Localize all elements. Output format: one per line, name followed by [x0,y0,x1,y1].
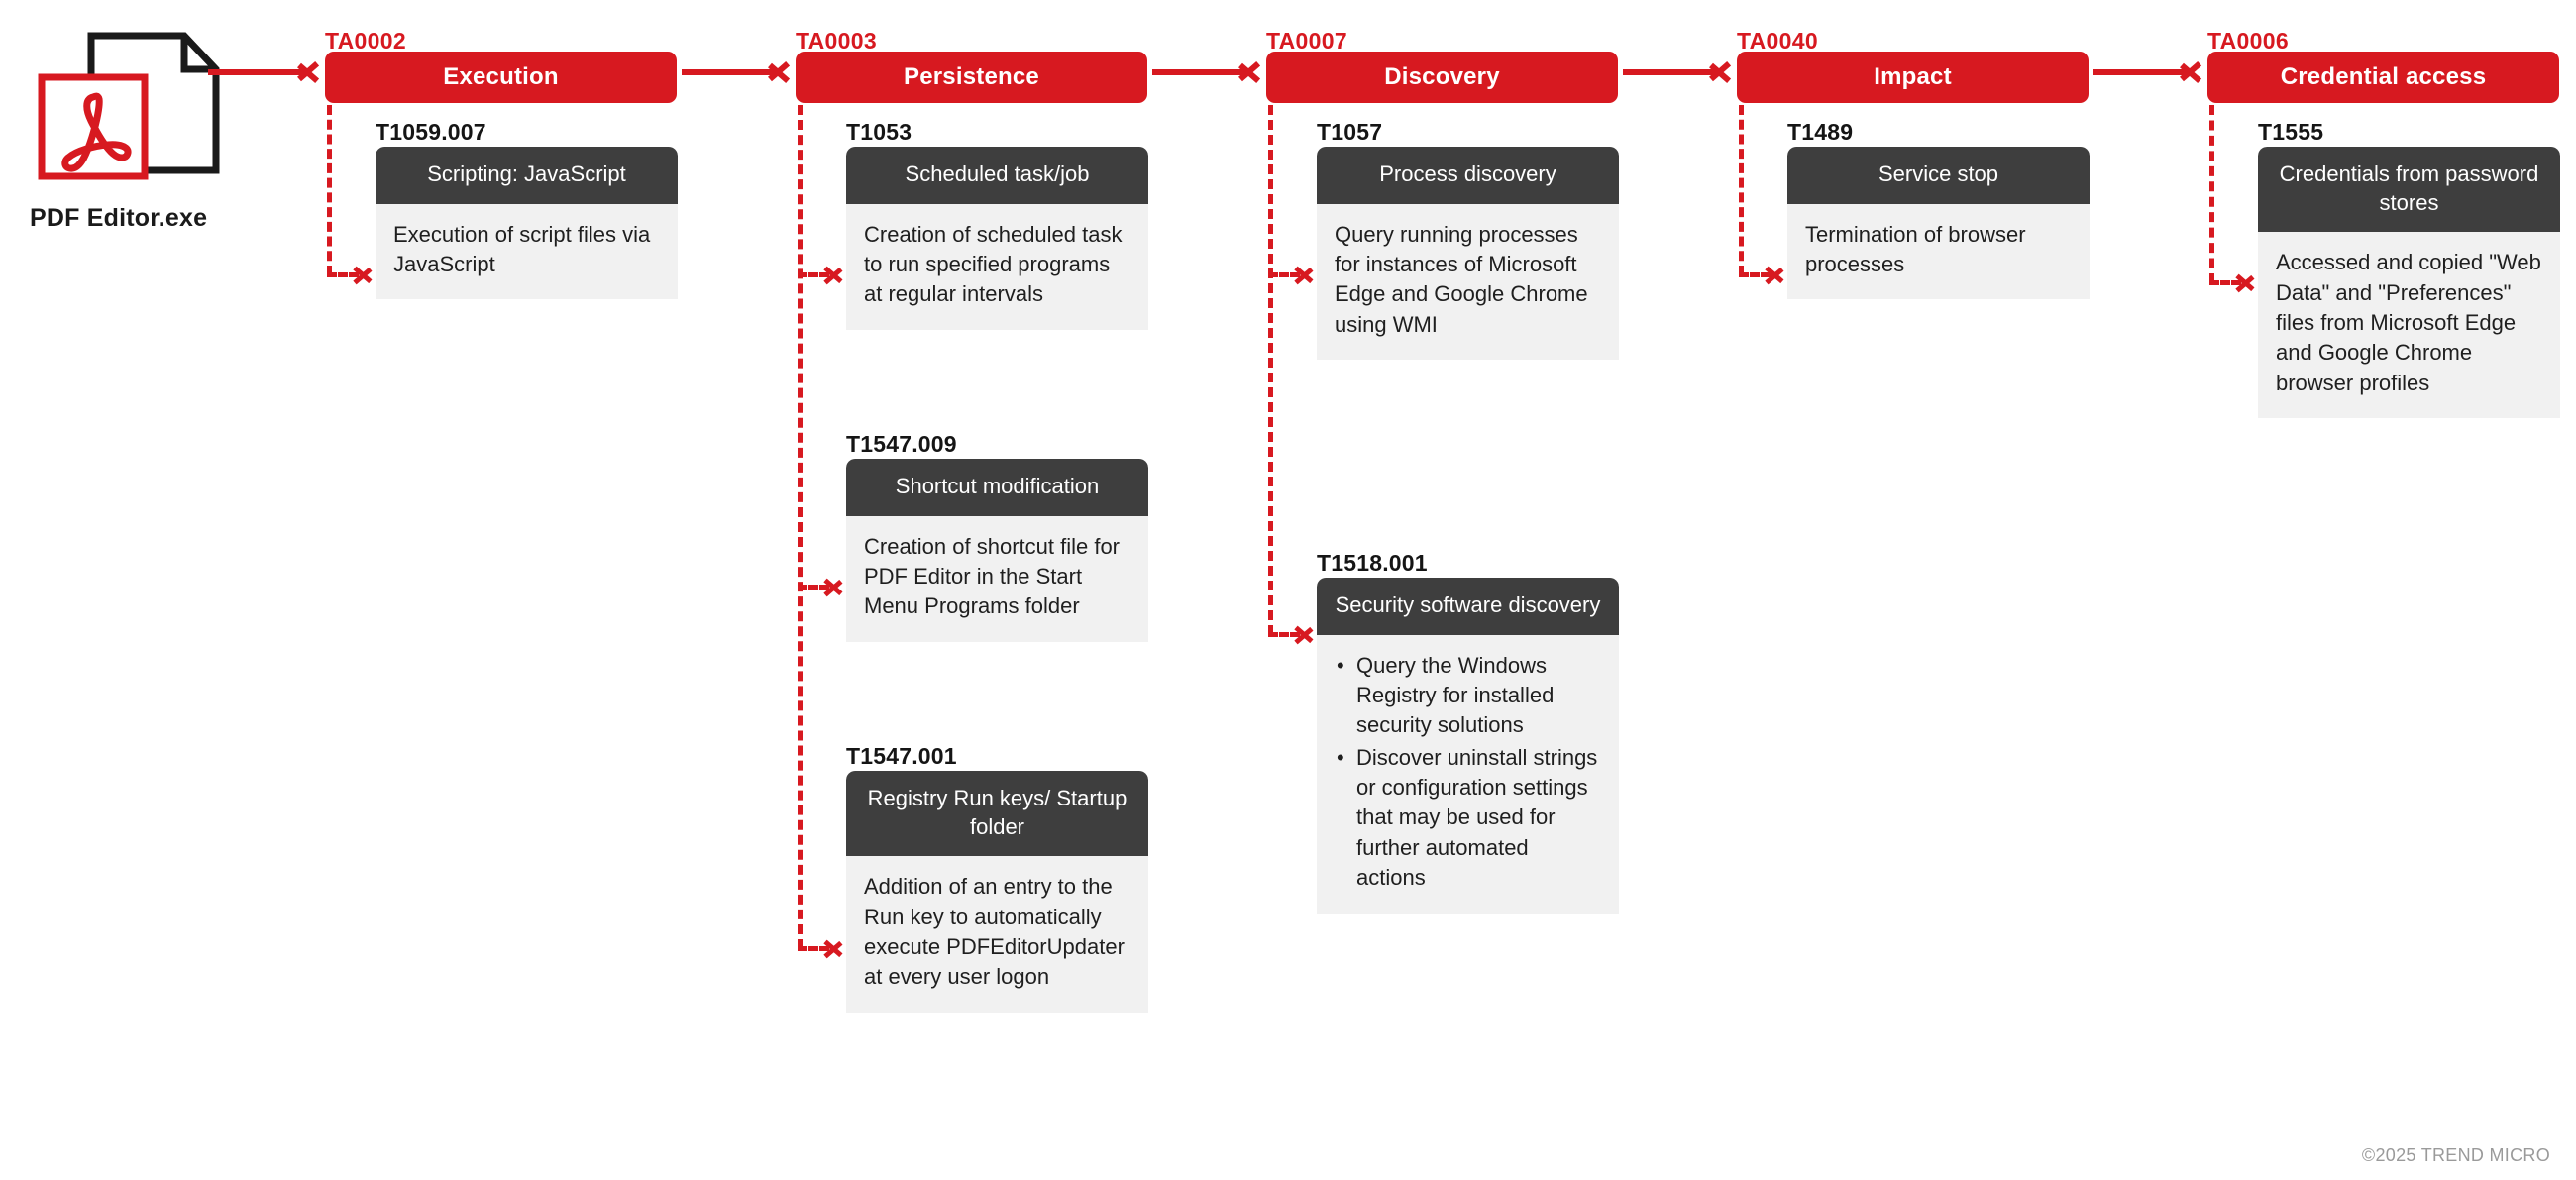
technique-id-t1057: T1057 [1317,119,1383,145]
branch-line [1268,632,1300,637]
technique-card-t1057: Process discovery Query running processe… [1317,147,1619,361]
connector-entry-to-execution [208,55,325,89]
arrowhead-icon [1296,622,1316,648]
arrowhead-icon [825,575,845,600]
branch-persistence-1 [798,575,849,600]
tactic-label: Credential access [2280,63,2487,90]
technique-name: Credentials from password stores [2258,147,2560,233]
pdf-file-icon [30,14,248,192]
arrowhead-icon [825,936,845,962]
technique-id-t1489: T1489 [1787,119,1854,145]
arrowhead-icon [355,263,375,288]
branch-impact-0 [1739,263,1790,288]
technique-description: Addition of an entry to the Run key to a… [846,856,1148,1013]
branch-line [327,272,359,277]
connector-discovery-to-impact [1623,55,1737,89]
entry-label: PDF Editor.exe [30,204,208,232]
spine-execution [327,105,332,275]
technique-id-t1547-009: T1547.009 [846,431,957,457]
tactic-execution: Execution [325,52,677,103]
tactic-label: Execution [443,63,559,90]
tactic-discovery: Discovery [1266,52,1618,103]
tactic-id-ta0006: TA0006 [2207,28,2289,54]
arrowhead-icon [2237,270,2257,296]
technique-name: Scheduled task/job [846,147,1148,204]
technique-name: Shortcut modification [846,459,1148,516]
branch-line [1268,272,1300,277]
technique-description-list: Query the Windows Registry for installed… [1317,634,1619,915]
arrowhead-icon [2182,58,2203,86]
tactic-persistence: Persistence [796,52,1147,103]
branch-line [798,946,829,951]
arrowhead-icon [1767,263,1786,288]
technique-id-t1547-001: T1547.001 [846,743,957,769]
technique-description: Execution of script files via JavaScript [376,203,678,300]
technique-card-t1489: Service stop Termination of browser proc… [1787,147,2090,300]
tactic-label: Discovery [1384,63,1500,90]
list-item: Discover uninstall strings or configurat… [1337,743,1601,894]
connector-impact-to-credential-access [2093,55,2207,89]
branch-line [798,272,829,277]
technique-name: Registry Run keys/ Startup folder [846,771,1148,857]
spine-discovery [1268,105,1273,635]
connector-execution-to-persistence [682,55,796,89]
branch-line [798,585,829,590]
list-item: Query the Windows Registry for installed… [1337,651,1601,741]
connector-line [208,69,305,75]
arrowhead-icon [1296,263,1316,288]
arrowhead-icon [770,58,792,86]
technique-description: Creation of shortcut file for PDF Editor… [846,515,1148,642]
spine-credential-access [2209,105,2214,283]
tactic-label: Impact [1874,63,1952,90]
branch-credential-access-0 [2209,270,2261,296]
technique-name: Service stop [1787,147,2090,204]
connector-line [682,69,776,75]
arrowhead-icon [825,263,845,288]
connector-persistence-to-discovery [1152,55,1266,89]
connector-line [1152,69,1246,75]
connector-line [1623,69,1717,75]
technique-card-t1555: Credentials from password stores Accesse… [2258,147,2560,418]
entry-node: PDF Editor.exe [30,14,277,242]
technique-id-t1518-001: T1518.001 [1317,550,1428,576]
branch-persistence-2 [798,936,849,962]
footer-copyright: ©2025 TREND MICRO [2361,1145,2550,1165]
technique-description: Creation of scheduled task to run specif… [846,203,1148,330]
technique-card-t1053: Scheduled task/job Creation of scheduled… [846,147,1148,330]
branch-execution-0 [327,263,378,288]
branch-line [2209,280,2241,285]
tactic-credential-access: Credential access [2207,52,2559,103]
tactic-id-ta0007: TA0007 [1266,28,1347,54]
connector-line [2093,69,2188,75]
branch-persistence-0 [798,263,849,288]
tactic-label: Persistence [904,63,1039,90]
technique-id-t1053: T1053 [846,119,912,145]
branch-discovery-0 [1268,263,1320,288]
branch-line [1739,272,1771,277]
technique-description: Query running processes for instances of… [1317,203,1619,361]
technique-card-t1518-001: Security software discovery Query the Wi… [1317,578,1619,915]
spine-persistence [798,105,803,949]
technique-name: Process discovery [1317,147,1619,204]
technique-card-t1547-001: Registry Run keys/ Startup folder Additi… [846,771,1148,1013]
spine-impact [1739,105,1744,275]
technique-id-t1059-007: T1059.007 [376,119,486,145]
tactic-id-ta0040: TA0040 [1737,28,1818,54]
technique-name: Security software discovery [1317,578,1619,635]
technique-card-t1547-009: Shortcut modification Creation of shortc… [846,459,1148,642]
arrowhead-icon [1240,58,1262,86]
tactic-impact: Impact [1737,52,2089,103]
tactic-id-ta0003: TA0003 [796,28,877,54]
technique-id-t1555: T1555 [2258,119,2324,145]
arrowhead-icon [299,58,321,86]
technique-card-t1059-007: Scripting: JavaScript Execution of scrip… [376,147,678,300]
technique-description: Termination of browser processes [1787,203,2090,300]
technique-description: Accessed and copied "Web Data" and "Pref… [2258,232,2560,418]
technique-name: Scripting: JavaScript [376,147,678,204]
branch-discovery-1 [1268,622,1320,648]
technique-bullet-list: Query the Windows Registry for installed… [1335,651,1601,894]
arrowhead-icon [1711,58,1733,86]
tactic-id-ta0002: TA0002 [325,28,406,54]
